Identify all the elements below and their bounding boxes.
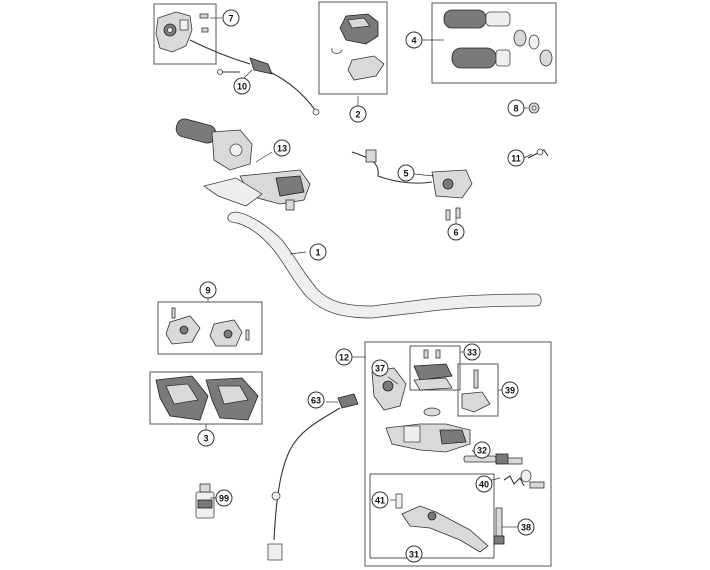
svg-text:3: 3 — [203, 434, 208, 444]
svg-text:9: 9 — [205, 286, 210, 296]
handlebar-clamps-9 — [165, 296, 250, 347]
callout-9: 9 — [199, 281, 217, 299]
svg-text:32: 32 — [477, 446, 487, 456]
group-box-2 — [318, 1, 388, 95]
callout-31: 31 — [405, 545, 423, 563]
brake-cable-63 — [267, 393, 359, 561]
left-grip-assembly-13 — [175, 118, 311, 211]
handguards-3 — [155, 375, 259, 432]
switch-cover-2 — [331, 13, 385, 81]
callout-13: 13 — [273, 139, 291, 157]
throttle-cable-10 — [189, 39, 320, 116]
svg-text:99: 99 — [219, 494, 229, 504]
group-box-clutch-switch — [153, 3, 217, 65]
svg-text:12: 12 — [339, 353, 349, 363]
spring-40 — [503, 475, 545, 489]
svg-text:33: 33 — [467, 348, 477, 358]
svg-text:1: 1 — [315, 248, 320, 258]
callout-5: 5 — [397, 164, 415, 182]
handlebar-1 — [227, 211, 542, 319]
callout-2: 2 — [349, 105, 367, 123]
group-box-4-grips — [431, 2, 557, 84]
clutch-switch-housing — [155, 11, 193, 53]
svg-text:4: 4 — [411, 36, 416, 46]
handlebar-grips-4 — [422, 9, 553, 69]
svg-text:7: 7 — [228, 14, 233, 24]
screws-6 — [445, 207, 461, 226]
svg-text:6: 6 — [453, 228, 458, 238]
callout-1: 1 — [309, 243, 327, 261]
master-cylinder — [385, 423, 471, 453]
clamp-39 — [461, 369, 491, 413]
group-box-9 — [157, 301, 263, 355]
svg-text:63: 63 — [311, 396, 321, 406]
svg-text:41: 41 — [375, 496, 385, 506]
callout-7: 7 — [222, 9, 240, 27]
reservoir-cap-37 — [371, 367, 407, 411]
callout-38: 38 — [517, 518, 535, 536]
svg-text:11: 11 — [511, 154, 521, 164]
callout-6: 6 — [447, 223, 465, 241]
callout-33: 33 — [463, 343, 481, 361]
callout-40: 40 — [475, 475, 493, 493]
group-box-31 — [369, 473, 495, 559]
callout-12: 12 — [335, 348, 353, 366]
brake-fluid-bottle-99 — [195, 483, 215, 519]
callout-63: 63 — [307, 391, 325, 409]
svg-text:39: 39 — [505, 386, 515, 396]
svg-text:5: 5 — [403, 169, 408, 179]
washer — [423, 407, 441, 417]
svg-text:40: 40 — [479, 480, 489, 490]
svg-text:10: 10 — [237, 82, 247, 92]
callout-99: 99 — [215, 489, 233, 507]
group-box-33 — [409, 345, 461, 391]
svg-text:2: 2 — [355, 110, 360, 120]
svg-text:37: 37 — [375, 364, 385, 374]
svg-text:38: 38 — [521, 523, 531, 533]
group-box-12-brake-assembly — [364, 341, 552, 567]
brake-lever-31 — [395, 493, 489, 553]
svg-text:13: 13 — [277, 144, 287, 154]
callout-4: 4 — [405, 31, 423, 49]
callout-32: 32 — [473, 441, 491, 459]
callout-3: 3 — [197, 429, 215, 447]
nut-8 — [528, 102, 540, 114]
screws-7 — [199, 13, 222, 33]
callout-11: 11 — [507, 149, 525, 167]
cap-set-33 — [413, 349, 453, 391]
callout-37: 37 — [371, 359, 389, 377]
pushrod-38 — [493, 507, 505, 545]
svg-text:8: 8 — [513, 104, 518, 114]
svg-text:31: 31 — [409, 550, 419, 560]
callout-8: 8 — [507, 99, 525, 117]
callout-10: 10 — [233, 77, 251, 95]
piston-kit-32 — [463, 453, 532, 483]
cable-tie-11 — [527, 148, 549, 159]
callout-41: 41 — [371, 491, 389, 509]
callout-39: 39 — [501, 381, 519, 399]
kill-switch-5 — [351, 149, 473, 199]
